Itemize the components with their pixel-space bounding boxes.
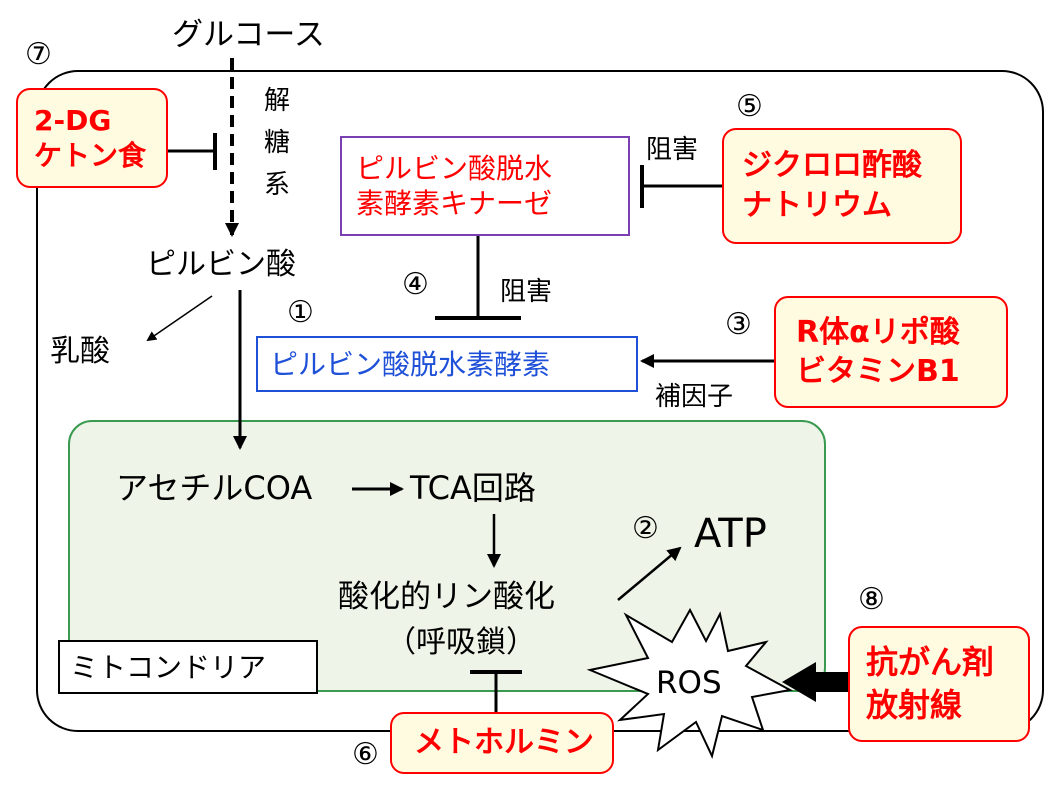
- inhibit-label-mid: 阻害: [500, 277, 553, 307]
- lactate-label: 乳酸: [50, 334, 110, 369]
- lactate-arrow: [146, 295, 213, 342]
- number-1: ①: [287, 295, 314, 330]
- dg-ketone-box: 2-DG ケトン食: [16, 88, 168, 188]
- pyruvate-label: ピルビン酸: [146, 247, 296, 282]
- pdh-box: ピルビン酸脱水素酵素: [256, 336, 638, 392]
- dg-line-2: ケトン食: [34, 139, 147, 172]
- number-7: ⑦: [25, 37, 52, 72]
- pdk-box: ピルビン酸脱水 素酵素キナーゼ: [340, 136, 630, 236]
- glycolysis-char-2: 糖: [264, 128, 291, 158]
- ros-starburst: [586, 607, 793, 759]
- dca-line-2: ナトリウム: [742, 188, 892, 223]
- number-2: ②: [632, 511, 659, 546]
- glycolysis-char-3: 系: [264, 170, 291, 200]
- metformin-box: メトホルミン: [390, 712, 614, 774]
- dca-box: ジクロロ酢酸 ナトリウム: [722, 128, 962, 244]
- respiratory-chain-label: （呼吸鎖）: [386, 625, 536, 660]
- number-6: ⑥: [352, 737, 379, 772]
- anticancer-line-2: 放射線: [866, 686, 963, 724]
- inhibit-label-top: 阻害: [646, 135, 699, 165]
- number-5: ⑤: [736, 89, 763, 124]
- cofactor-label: 補因子: [655, 382, 734, 412]
- cofactors-box: R体αリポ酸 ビタミンB1: [774, 296, 1008, 408]
- oxphos-label: 酸化的リン酸化: [338, 579, 555, 615]
- glucose-label: グルコース: [172, 17, 325, 53]
- acetyl-coa-label: アセチルCOA: [116, 469, 313, 507]
- pdh-label: ピルビン酸脱水素酵素: [270, 347, 551, 381]
- mitochondria-label: ミトコンドリア: [70, 650, 267, 684]
- dca-line-1: ジクロロ酢酸: [742, 147, 922, 183]
- pdk-line-1: ピルビン酸脱水: [356, 152, 553, 185]
- glycolysis-char-1: 解: [264, 86, 291, 116]
- mitochondria-label-box: ミトコンドリア: [58, 640, 318, 694]
- oxphos-atp-arrow: [617, 546, 682, 601]
- anticancer-box: 抗がん剤 放射線: [848, 626, 1030, 742]
- number-8: ⑧: [858, 582, 885, 617]
- number-3: ③: [725, 307, 752, 342]
- pdk-line-2: 素酵素キナーゼ: [356, 187, 553, 220]
- number-4: ④: [402, 267, 429, 302]
- vitamin-b1-label: ビタミンB1: [796, 354, 960, 389]
- anticancer-ros-arrow: [782, 662, 848, 702]
- metformin-label: メトホルミン: [414, 725, 594, 761]
- tca-cycle-label: TCA回路: [410, 469, 536, 507]
- anticancer-line-1: 抗がん剤: [866, 642, 995, 681]
- ros-label: ROS: [656, 665, 722, 701]
- dg-line-1: 2-DG: [34, 104, 112, 137]
- atp-label: ATP: [694, 511, 767, 557]
- lipoic-acid-label: R体αリポ酸: [796, 315, 960, 350]
